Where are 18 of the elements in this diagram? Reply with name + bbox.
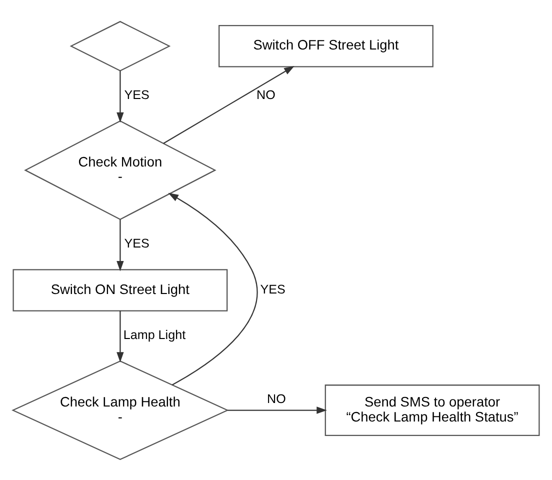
- edge-label: YES: [124, 88, 150, 102]
- arrow: [168, 192, 258, 385]
- edge-label: NO: [256, 88, 276, 102]
- edge-label: NO: [267, 392, 286, 406]
- edge-label: YES: [124, 236, 150, 250]
- node-box: Send SMS to operator “Check Lamp Health Status”: [324, 384, 540, 436]
- node-diamond: [70, 20, 171, 71]
- arrow: [116, 70, 124, 122]
- node-diamond: Check Motion -: [24, 120, 216, 220]
- arrow: [228, 406, 327, 414]
- node-diamond: Check Lamp Health -: [12, 360, 229, 460]
- arrow: [116, 219, 124, 271]
- arrow: [163, 65, 294, 144]
- edge-label: Lamp Light: [123, 328, 186, 342]
- node-box: Switch OFF Street Light: [218, 24, 434, 67]
- arrow: [116, 310, 124, 362]
- node-box: Switch ON Street Light: [12, 268, 228, 311]
- edge-label: YES: [260, 282, 286, 296]
